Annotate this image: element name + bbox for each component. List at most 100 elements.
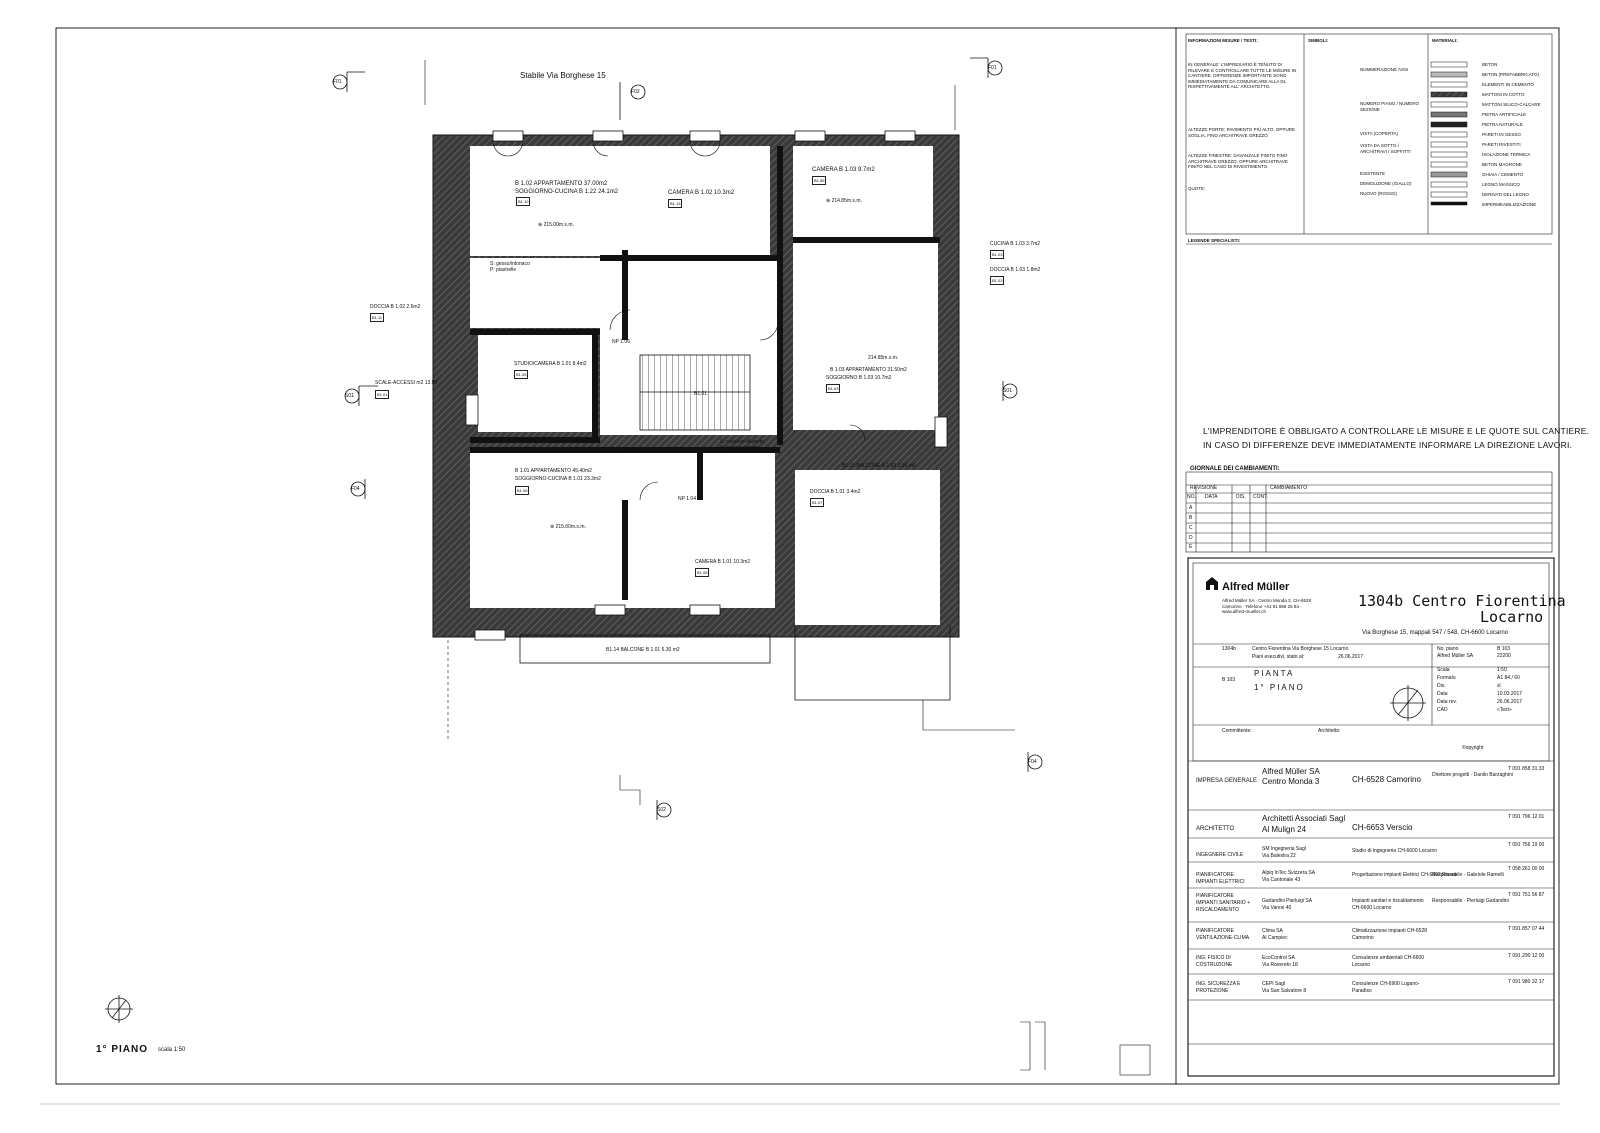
project-name: 1304b Centro Fiorentina	[1358, 592, 1566, 610]
legend-specialisti: LEGENDE SPECIALISTI:	[1188, 238, 1241, 243]
building-label: Stabile Via Borghese 15	[520, 71, 606, 80]
changes-col-data: DATA	[1205, 494, 1218, 500]
legend-simbolo-demolizione: DEMOLIZIONE (GIALLO)	[1360, 181, 1412, 186]
room-b102-camera-title: CAMERA B 1.02 10.3m2	[668, 190, 735, 196]
legend-simbolo-esistente: ESISTENTE	[1360, 171, 1386, 176]
copyright: ©opyright	[1462, 745, 1484, 751]
changes-title: GIORNALE DEI CAMBIAMENTI:	[1190, 466, 1280, 472]
room-b103-sub: SOGGIORNO B 1.03 10.7m2	[826, 375, 892, 381]
legend-mat-gesso: PARETI IN GESSO	[1482, 132, 1521, 137]
contact-4-city: Impianti sanitari e riscaldamento CH-660…	[1352, 898, 1424, 911]
room-b101-code: B1.06	[515, 486, 530, 495]
contact-6-role: ING. FISICO DI COSTRUZIONE	[1196, 955, 1233, 968]
contact-4-role: PIANIFICATORE IMPIANTI SANITARIO + RISCA…	[1196, 893, 1250, 913]
meta-label-no-piano: No. piano	[1437, 646, 1459, 652]
room-b101-title: B 1.01 APPARTAMENTO 45.40m2	[515, 468, 592, 474]
contact-0-city: CH-6528 Camorino	[1352, 775, 1421, 784]
sheet-border	[55, 27, 1560, 1085]
room-landing: B1.01	[694, 391, 708, 397]
legend-mat-beton: BETON	[1482, 62, 1498, 67]
legend-mat-legno: LEGNO MASSICO	[1482, 182, 1520, 187]
company-lines: Alfred Müller SA · Centro Monda 3, CH-65…	[1222, 598, 1312, 614]
room-b103-camera-title: CAMERA B 1.03 9.7m2	[812, 167, 875, 173]
contact-5-role: PIANIFICATORE VENTILAZIONE-CLIMA	[1196, 928, 1250, 941]
contact-7-addr: Via San Salvatore 8	[1262, 988, 1307, 994]
legend-simbolo-nuovo: NUOVO (ROSSO)	[1360, 191, 1398, 196]
room-b103-camera-code: B1.85	[812, 176, 827, 185]
room-cucina-b103-title: CUCINA B 1.03 3.7m2	[990, 241, 1041, 247]
meta-value-cad: «Text»	[1497, 707, 1512, 713]
contact-4-extra: Responsabile · Pierluigi Garlandini	[1432, 898, 1509, 904]
section-mark-f04-left: F04	[351, 486, 360, 492]
changes-col-cambiamento: CAMBIAMENTO	[1270, 485, 1308, 491]
room-studio	[478, 332, 593, 432]
room-balcone-b103: B1.13 BALCONE B 1.03 3.50 m2	[842, 463, 916, 469]
section-mark-f01-right: F01	[988, 65, 997, 71]
legend-simbolo-vista: VISTA (COPERTA)	[1360, 131, 1399, 136]
contact-1-phone: T 091 796 12 01	[1508, 814, 1545, 820]
legend-mat-cemento: ELEMENTI IN CEMENTO	[1482, 82, 1534, 87]
legend-info-header: INFORMAZIONI MISURE / TESTI:	[1188, 38, 1258, 43]
plan-number: B 103	[1222, 677, 1236, 683]
legend-mat-rivestiti: PARETI RIVESTITI	[1482, 142, 1521, 147]
section-mark-s01-right: S01	[1003, 388, 1012, 394]
contact-5-phone: T 091 857 07 44	[1508, 926, 1545, 932]
room-doccia-b101-title: DOCCIA B 1.01 3.4m2	[810, 489, 861, 495]
contact-1-addr: Al Mulign 24	[1262, 825, 1307, 834]
meta-label-data: Data	[1437, 691, 1448, 697]
changes-col-no: NO.	[1187, 494, 1196, 500]
section-mark-s01-left: S01	[345, 393, 354, 399]
room-b102-level: ⊕ 215.00m.s.m.	[538, 222, 574, 228]
meta-value-dis: sl	[1497, 683, 1501, 689]
legend-mat-ghiaia: GHIAIA / CEMENTO	[1482, 172, 1524, 177]
room-b103-soggiorno	[793, 240, 938, 430]
meta-label-firm: Alfred Müller SA	[1437, 653, 1474, 659]
plan-piano: 1° PIANO	[1254, 683, 1305, 692]
room-b102-soggiorno	[470, 146, 770, 256]
line-name: Centro Fiorentina Via Borghese 15 Locarn…	[1252, 646, 1349, 652]
changes-col-revisione: REVISIONE	[1190, 485, 1218, 491]
floor-scale: scala 1:50	[158, 1047, 186, 1053]
contact-3-addr: Via Cantonale 43	[1262, 877, 1301, 883]
section-mark-f02-top: F02	[631, 89, 640, 95]
legend-mat-pietra-nat: PIETRA NATURALE	[1482, 122, 1523, 127]
plan-note-gesso: S: gesso/intonaco	[490, 261, 530, 267]
room-doccia-b102-code: B1.11	[370, 313, 385, 322]
plan-note-np104: NP 1.04	[678, 496, 696, 502]
room-b103-level: 214.85m.s.m.	[868, 355, 899, 361]
contact-7-role: ING. SICUREZZA E PROTEZIONE	[1196, 981, 1241, 994]
meta-label-data-rev: Data rev.	[1437, 699, 1457, 705]
meta-label-scala: Scala	[1437, 667, 1450, 673]
contact-6-phone: T 091 290 12 00	[1508, 953, 1545, 959]
floor-plan	[105, 57, 1426, 1023]
contact-3-city: Progettazione impianti Elettrici CH-6802…	[1352, 872, 1457, 878]
legend-simboli-header: SIMBOLI:	[1308, 38, 1329, 43]
contact-6-name: EcoControl SA	[1262, 955, 1295, 961]
stair-flight	[639, 354, 751, 431]
line-date: 26.06.2017	[1338, 654, 1364, 660]
meta-value-formato: A1 84 / 60	[1497, 675, 1520, 681]
contact-5-city: Climatizzazione impianti CH-6528 Camorin…	[1352, 928, 1428, 941]
project-city: Locarno	[1480, 608, 1544, 626]
contact-0-role: IMPRESA GENERALE	[1196, 778, 1258, 784]
legend-info-general: IN GENERALE: L'IMPRESARIO È TENUTO DI RI…	[1188, 62, 1297, 89]
changes-row-e: E	[1189, 544, 1193, 550]
room-b102-camera-code: B1.13	[668, 199, 683, 208]
contact-7-phone: T 091 980 32 17	[1508, 979, 1545, 985]
meta-label-dis: Dis.	[1437, 683, 1446, 689]
legend-simbolo-piano: NUMERO PIANO / NUMERO SEZIONE	[1360, 101, 1420, 112]
line-phase: Piani esecutivi, stato al:	[1252, 654, 1305, 660]
legend-mat-derivati: DERIVATI DEL LEGNO	[1482, 192, 1529, 197]
legend-mat-magrone: BETON MAGRONE	[1482, 162, 1522, 167]
contact-0-addr: Centro Monda 3	[1262, 777, 1320, 786]
room-b102-doccia	[470, 258, 610, 328]
contact-6-addr: Via Rovereto 18	[1262, 962, 1298, 968]
room-b102-title: B 1.02 APPARTAMENTO 37.00m2	[515, 181, 608, 187]
meta-value-scala: 1:50	[1497, 667, 1507, 673]
meta-value-data: 10.03.2017	[1497, 691, 1523, 697]
legend-mat-impermeab: IMPERMEABILIZZAZIONE	[1482, 202, 1537, 207]
contact-4-phone: T 091 751 56 87	[1508, 892, 1545, 898]
plan-note-piastrelle: P: piastrelle	[490, 267, 517, 273]
architetto-header: Architetto:	[1318, 728, 1341, 734]
contact-1-name: Architetti Associati Sagl	[1262, 814, 1346, 823]
